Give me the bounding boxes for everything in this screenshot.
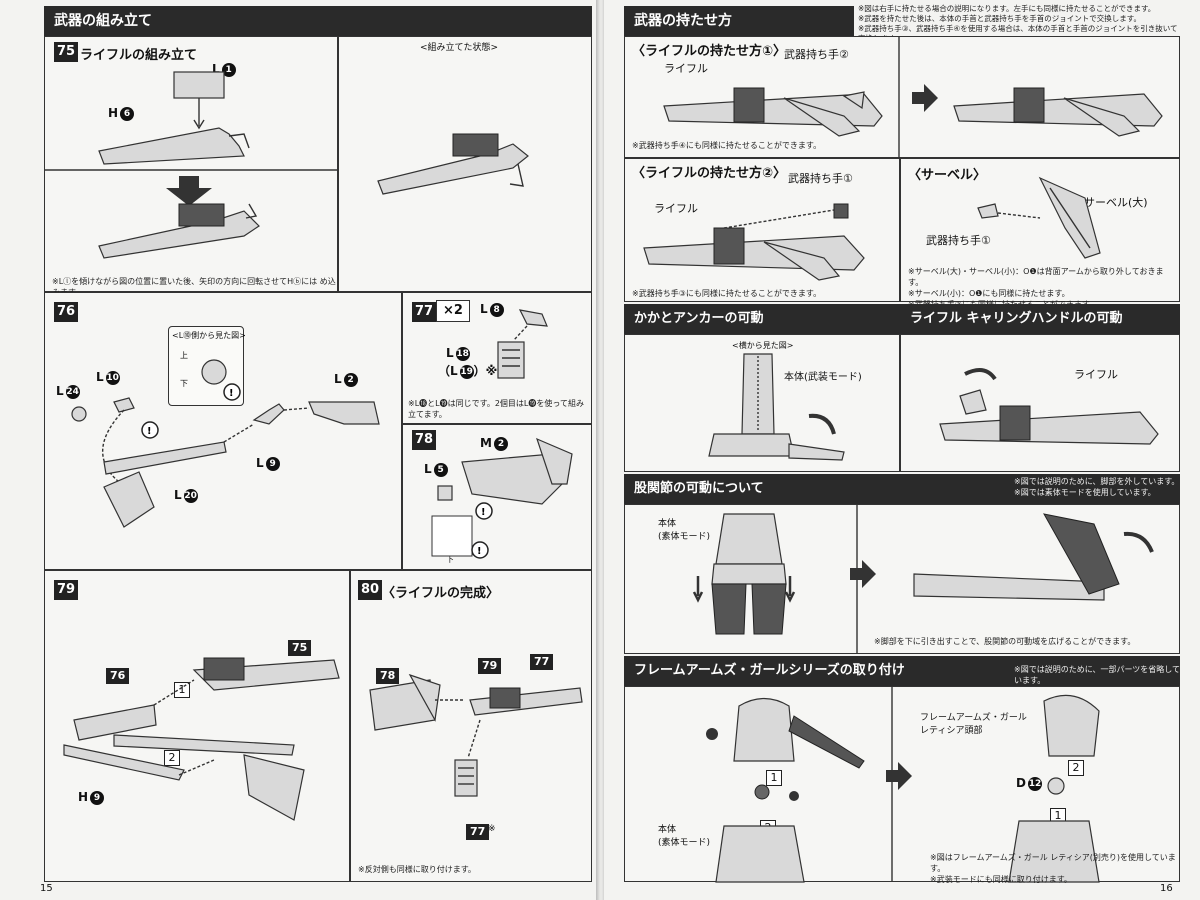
step-76-number: 76	[54, 302, 79, 322]
carrying-handle-header: ライフル キャリングハンドルの可動	[900, 304, 1180, 334]
right-section-header: 武器の持たせ方	[624, 6, 854, 36]
hip-joint-body-label: 本体 (素体モード)	[658, 519, 711, 542]
heel-anchor-illustration	[708, 353, 845, 461]
step-78-number: 78	[412, 430, 437, 450]
step-80-ref-79: 79	[478, 658, 502, 674]
hold-2-panel	[624, 158, 900, 302]
hold-2-rifle-label: ライフル	[654, 202, 698, 215]
step-80-ref-77-bottom: 77	[466, 824, 490, 840]
fag-attachment-header: フレームアームズ・ガールシリーズの取り付け	[624, 656, 1180, 686]
hold-2-note: ※武器持ち手③にも同様に持たせることができます。	[632, 289, 822, 298]
fag-seq-1-left: 1	[766, 770, 782, 786]
hold-1-note: ※武器持ち手④にも同様に持たせることができます。	[632, 141, 822, 150]
hold-2-grip-label: 武器持ち手①	[788, 172, 853, 185]
saber-illustration	[977, 176, 1101, 259]
hold-1-grip-label: 武器持ち手②	[784, 48, 849, 61]
svg-text:!: !	[481, 507, 486, 518]
step-78-down-label: 下	[446, 555, 454, 564]
saber-big-label: サーベル(大)	[1084, 196, 1148, 209]
right-page: 武器の持たせ方 ※図は右手に持たせる場合の説明になります。左手にも同様に持たせる…	[604, 0, 1200, 900]
step-77-multiplier: ×2	[436, 300, 470, 322]
fag-attachment-illustration	[706, 686, 1100, 883]
fag-head-label: フレームアームズ・ガール レティシア頭部	[920, 713, 1027, 736]
carrying-handle-illustration	[939, 368, 1159, 445]
hip-joint-header: 股関節の可動について	[624, 474, 1180, 504]
hip-joint-note: ※脚部を下に引き出すことで、股関節の可動域を広げることができます。	[874, 637, 1136, 646]
step-76-up-label: 上	[180, 351, 188, 360]
page-number-left: 15	[40, 883, 53, 894]
step-76-callout-label: <L⓾側から見た図>	[172, 331, 246, 340]
step-79-seq-2: 2	[164, 750, 180, 766]
step-77-note: ※L⓲とL⓳は同じです。2個目はL⓳を使って組み立てます。	[408, 399, 584, 419]
step-80-title: 〈ライフルの完成〉	[382, 586, 500, 601]
carrying-handle-rifle-label: ライフル	[1074, 368, 1118, 381]
step-80-note: ※反対側も同様に取り付けます。	[358, 865, 476, 874]
carrying-handle-panel	[900, 334, 1180, 472]
step-78-illustration: ! !	[431, 437, 573, 559]
hip-joint-header-notes: ※図では説明のために、脚部を外しています。 ※図では素体モードを使用しています。	[1014, 477, 1180, 497]
step-80-number: 80	[358, 580, 383, 600]
heel-anchor-header: かかとアンカーの可動	[624, 304, 900, 334]
hold-1-illustration	[663, 36, 1163, 158]
fag-body-label: 本体 (素体モード)	[658, 825, 711, 848]
hold-1-title: 〈ライフルの持たせ方①〉	[632, 44, 787, 59]
step-79-illustration	[63, 657, 340, 821]
left-section-header: 武器の組み立て	[44, 6, 592, 36]
step-79-seq-1: 1	[174, 682, 190, 698]
fag-attachment-header-note: ※図では説明のために、一部パーツを省略しています。	[1014, 665, 1181, 685]
step-76-illustration: ! !	[71, 359, 380, 528]
hold-2-title: 〈ライフルの持たせ方②〉	[632, 166, 787, 181]
saber-title: 〈サーベル〉	[908, 168, 987, 183]
step-77-illustration	[497, 309, 548, 379]
fag-notes: ※図はフレームアームズ・ガール レティシア(別売り)を使用しています。 ※武装モ…	[930, 853, 1176, 884]
fag-seq-2-right: 2	[1068, 760, 1084, 776]
step-79-ref-75: 75	[288, 640, 312, 656]
saber-panel	[900, 158, 1180, 302]
step-80-illustration	[369, 673, 583, 797]
svg-text:!: !	[147, 426, 152, 437]
svg-text:!: !	[477, 546, 482, 557]
hold-1-rifle-label: ライフル	[664, 62, 708, 75]
assembled-view-label: <組み立てた状態>	[420, 43, 499, 53]
step-79-ref-76: 76	[106, 668, 130, 684]
step-76-down-label: 下	[180, 379, 188, 388]
svg-text:!: !	[229, 388, 234, 399]
heel-anchor-view-label: <横から見た図>	[732, 341, 794, 350]
step-77-number: 77	[412, 302, 437, 322]
step-75-title: ライフルの組み立て	[80, 48, 198, 63]
step-80-ref-78: 78	[376, 668, 400, 684]
step-75-number: 75	[54, 42, 79, 62]
hold-2-illustration	[643, 203, 865, 281]
heel-anchor-body-label: 本体(武装モード)	[784, 372, 862, 383]
saber-grip-label: 武器持ち手①	[926, 234, 991, 247]
step-80-ref-77-mark: ※	[488, 824, 496, 834]
assembled-view-illustration	[377, 133, 529, 195]
fag-seq-1-right: 1	[1050, 808, 1066, 824]
page-number-right: 16	[1160, 883, 1173, 894]
book-gutter	[596, 0, 606, 900]
step-79-number: 79	[54, 580, 79, 600]
step-80-ref-77-top: 77	[530, 654, 554, 670]
hip-joint-illustration	[692, 504, 1154, 654]
step-75-illustration	[44, 71, 338, 259]
